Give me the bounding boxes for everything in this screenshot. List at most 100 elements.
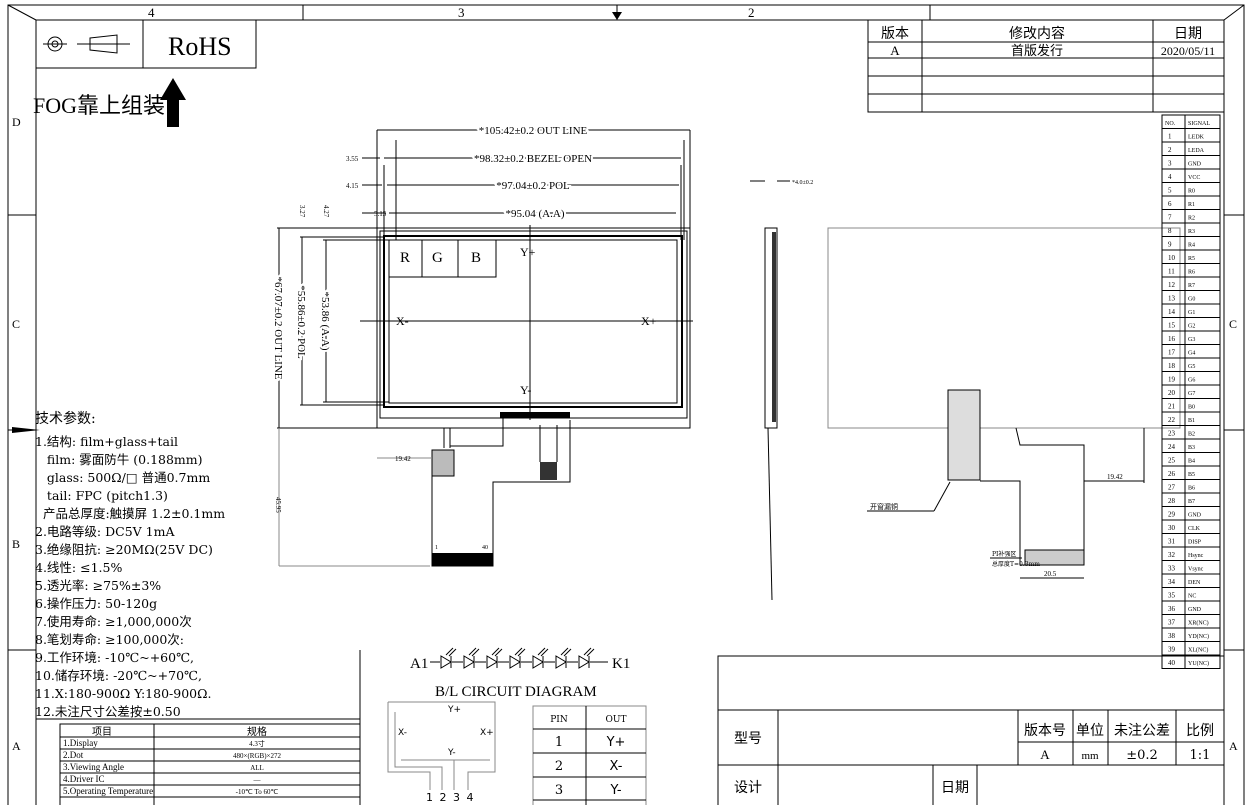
pin-signal: G3 bbox=[1188, 337, 1195, 343]
pin-number: 29 bbox=[1168, 511, 1176, 519]
led-icon bbox=[486, 647, 503, 669]
pin-number: 32 bbox=[1168, 551, 1176, 559]
pin-signal: R0 bbox=[1188, 189, 1195, 195]
pin-signal: R7 bbox=[1188, 283, 1195, 289]
pin-number: 2 bbox=[1168, 146, 1172, 154]
lcd-rear-view bbox=[827, 227, 1181, 579]
pin-signal: DEN bbox=[1188, 580, 1201, 586]
led-icon bbox=[555, 647, 572, 669]
pin-number: 28 bbox=[1168, 497, 1176, 505]
pin-number: 9 bbox=[1168, 241, 1172, 249]
pin-header: SIGNAL bbox=[1188, 121, 1210, 127]
dim-bezel-width: *98.32±0.2 BEZEL OPEN bbox=[474, 153, 592, 165]
spec-value: 480×(RGB)×272 bbox=[233, 752, 281, 760]
dim-pol-width: *97.04±0.2 POL bbox=[496, 180, 570, 192]
vertical-dimensions bbox=[277, 227, 430, 567]
dim-offset: 5.15 bbox=[374, 210, 387, 218]
touch-pin-cell: Y- bbox=[609, 783, 621, 798]
pin-signal: NC bbox=[1188, 594, 1196, 600]
led-icon bbox=[463, 647, 480, 669]
pin-number: 39 bbox=[1168, 646, 1176, 654]
tech-param-line: 6.操作压力: 50-120g bbox=[35, 596, 157, 611]
pin-signal: R6 bbox=[1188, 270, 1195, 276]
pin-signal: R4 bbox=[1188, 243, 1195, 249]
revision-cell: 2020/05/11 bbox=[1161, 44, 1215, 58]
revision-cell: 首版发行 bbox=[1011, 43, 1063, 59]
pin-number: 40 bbox=[1168, 659, 1176, 667]
touch-label: X+ bbox=[480, 728, 494, 738]
fpc-tail bbox=[377, 418, 571, 567]
pin-signal: GND bbox=[1188, 162, 1202, 168]
tech-param-line: 3.绝缘阻抗: ≥20MΩ(25V DC) bbox=[35, 542, 213, 557]
projection-rohs-box bbox=[35, 19, 257, 69]
zone-label: 3 bbox=[458, 5, 465, 20]
pin-signal: R3 bbox=[1188, 229, 1195, 235]
pin-signal: G0 bbox=[1188, 297, 1195, 303]
dim-thickness: *4.0±0.2 bbox=[792, 180, 813, 186]
tech-param-line: glass: 500Ω/□ 普通0.7mm bbox=[35, 470, 210, 485]
revision-header: 日期 bbox=[1174, 26, 1202, 42]
led-icon bbox=[578, 647, 595, 669]
spec-value: ALL bbox=[250, 764, 264, 772]
dim-offset: 3.27 bbox=[298, 205, 306, 218]
pin-signal: G2 bbox=[1188, 324, 1195, 330]
horizontal-dimensions bbox=[362, 129, 690, 214]
pin-signal: R2 bbox=[1188, 216, 1195, 222]
spec-header: 规格 bbox=[247, 725, 267, 738]
dim-fpc-length: 45.95 bbox=[274, 497, 282, 513]
title-block-header: 单位 bbox=[1076, 723, 1104, 739]
pin-signal: VCC bbox=[1188, 175, 1200, 181]
touch-label: Y+ bbox=[447, 705, 461, 715]
model-label: 型号 bbox=[734, 731, 762, 747]
touch-pin-header: OUT bbox=[606, 715, 627, 725]
pin-signal: B5 bbox=[1188, 472, 1195, 478]
led-icon bbox=[509, 647, 526, 669]
pin-signal: B4 bbox=[1188, 459, 1195, 465]
dim-stiffener-width: 20.5 bbox=[1044, 570, 1057, 578]
pin-number: 31 bbox=[1168, 538, 1176, 546]
touch-pin-cell: 3 bbox=[555, 783, 563, 798]
pin-number: 3 bbox=[1168, 160, 1172, 168]
center-mark-icon bbox=[612, 12, 622, 20]
sheet-frame bbox=[7, 4, 1245, 805]
touch-label: Y- bbox=[447, 748, 456, 758]
pin-number: 1 bbox=[1168, 133, 1172, 141]
pin-number: 5 bbox=[1168, 187, 1172, 195]
revision-cell: A bbox=[890, 43, 900, 58]
circuit-title: B/L CIRCUIT DIAGRAM bbox=[435, 684, 597, 700]
touch-pin-header: PIN bbox=[550, 715, 568, 725]
pi-stiffener-label: PI补强区 bbox=[992, 550, 1016, 558]
led-icon bbox=[532, 647, 549, 669]
rohs-label: RoHS bbox=[168, 32, 232, 61]
fog-note: FOG靠上组装 bbox=[33, 93, 165, 118]
zone-label: D bbox=[12, 115, 21, 129]
zone-label: B bbox=[12, 537, 20, 551]
pin-signal: Hsync bbox=[1188, 553, 1204, 559]
pin-number: 37 bbox=[1168, 619, 1176, 627]
pin-number: 24 bbox=[1168, 443, 1176, 451]
lcd-front-view bbox=[360, 130, 693, 429]
pin-table-grid bbox=[1161, 114, 1221, 669]
zone-label: 4 bbox=[148, 5, 155, 20]
zone-label: C bbox=[12, 317, 20, 331]
pin-number: 20 bbox=[1168, 389, 1176, 397]
zone-label: 2 bbox=[748, 5, 755, 20]
spec-item: 5.Operating Temperature bbox=[63, 786, 153, 796]
dim-pol-height: *55.86±0.2 POL bbox=[295, 285, 307, 359]
tech-params-title: 技术参数: bbox=[35, 410, 96, 427]
pin-signal: R1 bbox=[1188, 202, 1195, 208]
pin-number: 4 bbox=[1168, 173, 1172, 181]
tech-param-line: tail: FPC (pitch1.3) bbox=[35, 488, 168, 503]
pin-signal: LEDK bbox=[1188, 135, 1205, 141]
dim-fpc-offset: 19.42 bbox=[395, 455, 411, 463]
pin-number: 36 bbox=[1168, 605, 1176, 613]
title-block-value: ±0.2 bbox=[1126, 748, 1158, 763]
pin-number: 17 bbox=[1168, 349, 1176, 357]
pin-signal: XR(NC) bbox=[1188, 620, 1209, 627]
pin-signal: DISP bbox=[1188, 540, 1202, 546]
touch-pin-cell: Y+ bbox=[606, 735, 626, 750]
pin-signal: GND bbox=[1188, 513, 1202, 519]
zone-label: A bbox=[12, 739, 21, 753]
